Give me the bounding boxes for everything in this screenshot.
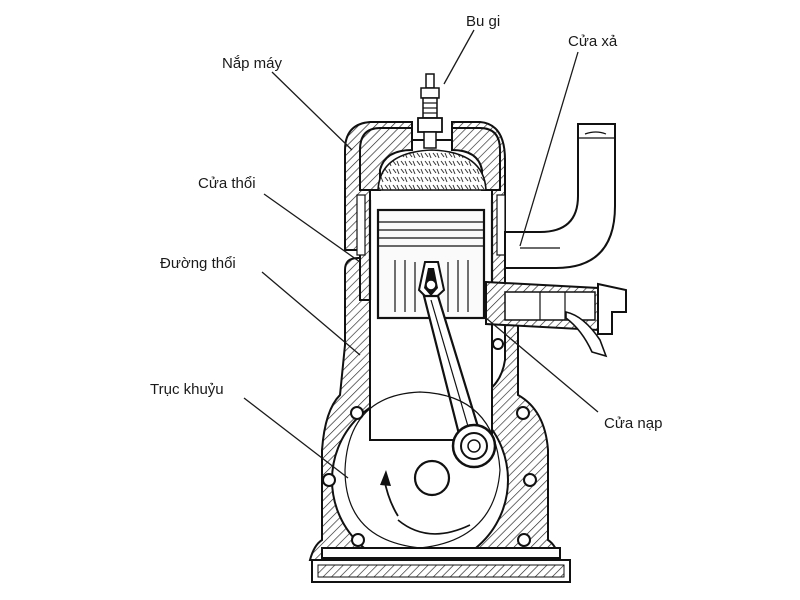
connecting-rod bbox=[422, 294, 497, 469]
labels: Bu gi Nắp máy Cửa xả Cửa thổi Đường thổi… bbox=[150, 13, 662, 432]
exhaust-pipe bbox=[504, 123, 616, 269]
combustion-chamber bbox=[377, 149, 487, 191]
leader-exhaust-port bbox=[519, 51, 579, 247]
label-transfer-port: Cửa thổi bbox=[198, 175, 256, 192]
intake-pipe bbox=[485, 280, 627, 358]
leader-transfer-passage bbox=[261, 271, 361, 356]
leader-cylinder-head bbox=[271, 71, 353, 151]
label-intake-port: Cửa nạp bbox=[604, 415, 662, 432]
leader-spark-plug bbox=[443, 29, 475, 85]
label-exhaust-port: Cửa xả bbox=[568, 33, 618, 50]
leader-transfer-port bbox=[263, 193, 361, 263]
bolt-holes bbox=[322, 338, 537, 547]
leader-intake-port bbox=[485, 317, 599, 413]
cylinder-head bbox=[359, 127, 501, 191]
leader-crankshaft bbox=[243, 397, 349, 479]
label-cylinder-head: Nắp máy bbox=[222, 55, 283, 72]
leader-lines bbox=[243, 29, 599, 479]
main-shaft bbox=[413, 459, 451, 497]
crankshaft-web bbox=[344, 391, 501, 549]
spark-plug-body bbox=[417, 73, 443, 149]
label-crankshaft: Trục khuỷu bbox=[150, 381, 224, 398]
label-spark-plug: Bu gi bbox=[466, 13, 500, 30]
label-transfer-passage: Đường thổi bbox=[160, 255, 236, 272]
